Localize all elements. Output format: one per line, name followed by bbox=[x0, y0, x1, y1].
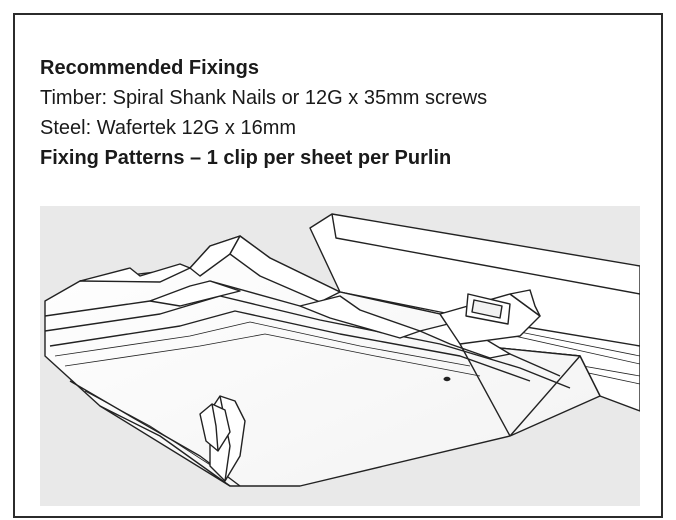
front-roof-sheet bbox=[44, 235, 601, 487]
steel-fixing-line: Steel: Wafertek 12G x 16mm bbox=[40, 117, 297, 139]
roof-sheet-illustration bbox=[40, 206, 640, 506]
roof-sheet-drawing bbox=[44, 213, 640, 487]
fixings-text: Recommended Fixings Timber: Spiral Shank… bbox=[40, 53, 640, 173]
fixing-clip-left bbox=[199, 403, 231, 452]
timber-fixing-line: Timber: Spiral Shank Nails or 12G x 35mm… bbox=[40, 87, 488, 109]
fixing-patterns-heading: Fixing Patterns – 1 clip per sheet per P… bbox=[40, 147, 452, 169]
fixing-hole bbox=[443, 376, 451, 382]
fixings-card: Recommended Fixings Timber: Spiral Shank… bbox=[13, 13, 663, 518]
recommended-fixings-heading: Recommended Fixings bbox=[40, 57, 259, 79]
fixing-clip-right bbox=[465, 293, 511, 325]
